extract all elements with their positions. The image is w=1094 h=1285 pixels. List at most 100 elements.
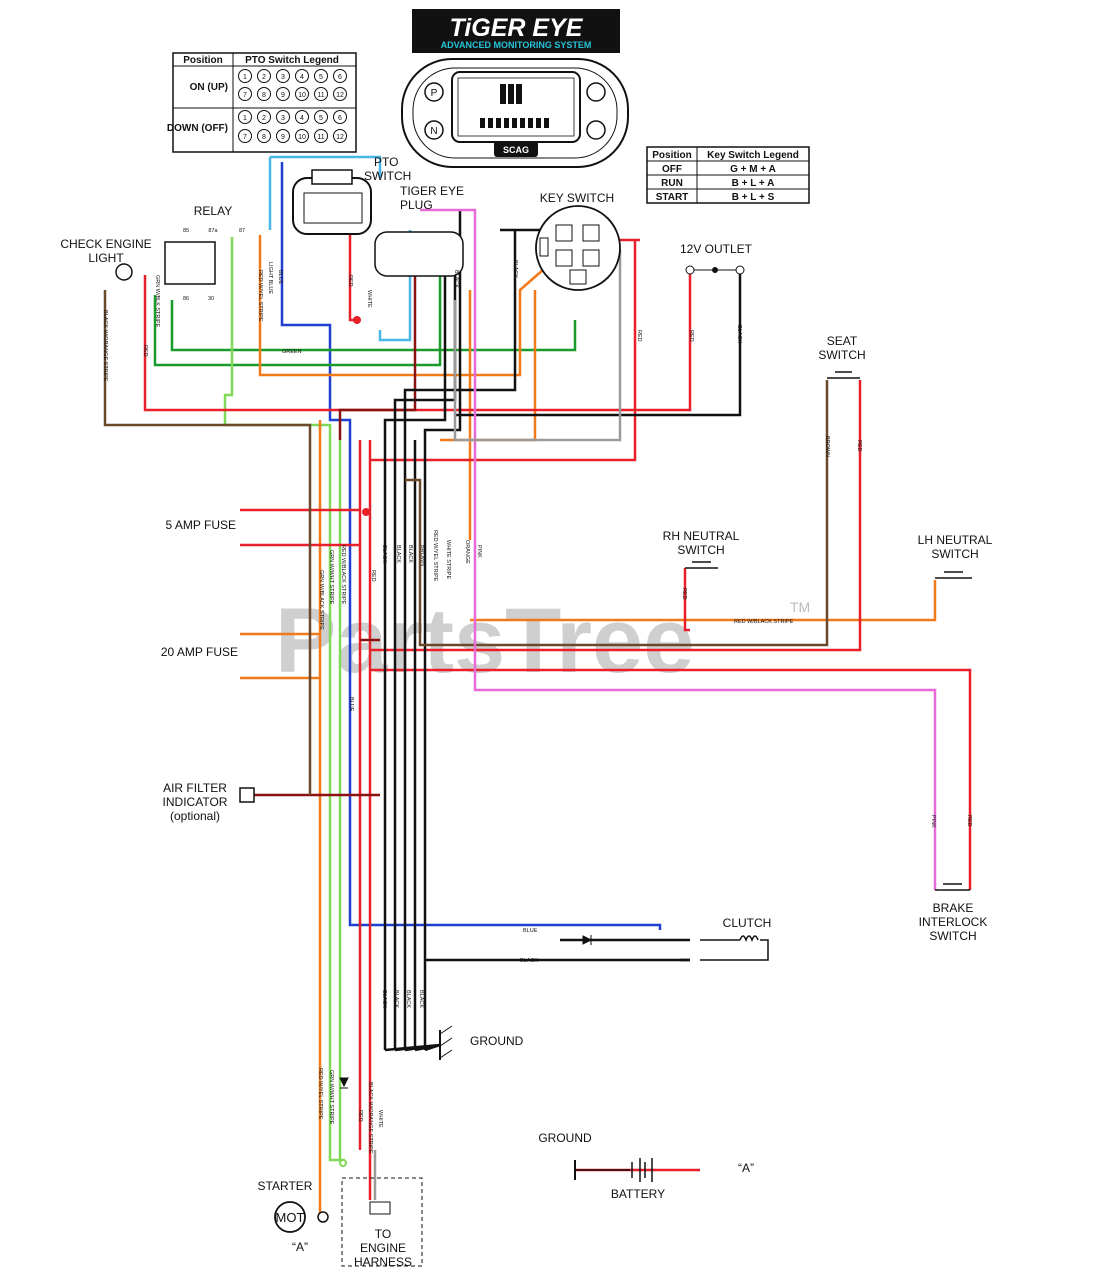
pto-pin-circle	[295, 110, 309, 124]
pto-pin-number: 12	[336, 134, 344, 141]
wire-label-black-10: BLACK	[405, 990, 411, 1008]
pto-pin-circle	[333, 129, 347, 143]
pto-pin-number: 4	[300, 74, 304, 81]
relay-pin-30: 30	[208, 296, 214, 302]
wire-label-red-yel-3: RED W/YEL STRIPE	[317, 1068, 323, 1120]
wire-label-brown-1: BROWN	[824, 436, 830, 457]
wire-label-grn-black: GRN W/BLK STRIPE	[154, 275, 160, 328]
wire-clutch-black	[560, 938, 690, 962]
splice-dot-2	[362, 508, 370, 516]
pto-pin-number: 8	[262, 134, 266, 141]
pto-pin-circle	[333, 87, 347, 101]
key-legend-header-title: Key Switch Legend	[707, 150, 799, 161]
pto-pin-circle	[295, 129, 309, 143]
wire-black-bundle	[383, 440, 427, 1050]
wire-label-black-orange: BLACK W/ORANGE STRIPE	[102, 310, 108, 382]
pto-pin-circle	[257, 129, 271, 143]
wire-white	[373, 250, 622, 1200]
battery: GROUND BATTERY “A”	[538, 1131, 754, 1201]
wire-label-red-5: RED	[856, 440, 862, 452]
key-legend-header-position: Position	[652, 150, 691, 161]
pto-pin-number: 4	[300, 115, 304, 122]
key-legend-row-start: START	[656, 192, 689, 203]
wire-label-brown-2: BROWN	[419, 545, 425, 566]
wire-red-2	[240, 440, 372, 1200]
outlet-label: 12V OUTLET	[680, 242, 753, 256]
pto-pin-circle	[314, 87, 328, 101]
wire-label-red-1: RED	[142, 345, 148, 357]
logo-subtitle: ADVANCED MONITORING SYSTEM	[441, 40, 592, 50]
wire-label-orange: ORANGE	[464, 540, 470, 564]
pto-pin-circle	[257, 110, 271, 124]
wire-clutch-return	[700, 939, 769, 961]
pto-pin-number: 11	[317, 134, 324, 141]
wire-dark-red	[250, 250, 417, 797]
wire-label-blue-2: BLUE	[348, 697, 354, 712]
wire-label-light-blue: LIGHT BLUE	[267, 262, 273, 294]
ground-battery-label: GROUND	[538, 1131, 592, 1145]
wire-label-black-3: BLACK	[736, 325, 742, 343]
pto-pin-number: 9	[281, 134, 285, 141]
wire-label-red-yel-2: RED W/YEL STRIPE	[432, 530, 438, 582]
wire-label-grn-white-2: GRN W/WHT STRIPE	[328, 1070, 334, 1125]
relay-pin-87: 87	[239, 228, 245, 234]
outlet-12v: 12V OUTLET	[680, 242, 753, 275]
pto-legend-row-off: DOWN (OFF)	[167, 123, 228, 134]
ground-main-label: GROUND	[470, 1034, 524, 1048]
relay: RELAY 85 87a 87 86 30	[164, 204, 245, 302]
pto-pin-circle	[276, 69, 290, 83]
pto-pin-circle	[295, 69, 309, 83]
pto-pin-circle	[295, 87, 309, 101]
key-legend-table: Position Key Switch Legend OFF G + M + A…	[646, 146, 810, 204]
pto-pin-number: 7	[243, 134, 247, 141]
wire-black-ground	[384, 1043, 441, 1052]
pto-pin-number: 5	[319, 115, 323, 122]
pto-pin-circle	[333, 110, 347, 124]
wire-green	[153, 245, 577, 367]
pto-pin-circle	[257, 87, 271, 101]
fuse-20a-label: 20 AMP FUSE	[161, 645, 238, 659]
wire-red-5	[683, 568, 690, 632]
starter-mot: MOT	[276, 1210, 305, 1225]
pto-pin-number: 12	[336, 92, 344, 99]
pto-pin-number: 7	[243, 92, 247, 99]
display-logo: SCAG	[503, 145, 529, 155]
wire-label-black-11: BLACK	[418, 990, 424, 1008]
wire-label-grn-white-1: GRN W/WHT STRIPE	[328, 550, 334, 605]
wire-light-blue	[268, 155, 412, 342]
tiger-eye-display: SCAG P N	[401, 58, 629, 168]
key-switch-label: KEY SWITCH	[540, 191, 614, 205]
clutch-label: CLUTCH	[723, 916, 772, 930]
key-legend-row-off-value: G + M + A	[730, 164, 776, 175]
pto-pin-number: 1	[243, 115, 247, 122]
wire-label-black-8: BLACK	[381, 990, 387, 1008]
pto-pin-circle	[333, 69, 347, 83]
pto-pin-circle	[276, 87, 290, 101]
pto-pin-circle	[276, 110, 290, 124]
pto-pin-circle	[314, 69, 328, 83]
wire-black-2	[425, 228, 742, 962]
watermark-text: PartsTree	[275, 590, 694, 692]
wire-label-red-8: RED	[966, 815, 972, 827]
svg-text:N: N	[430, 126, 437, 137]
key-legend-row-run: RUN	[661, 178, 683, 189]
wire-label-black-1: BLACK	[453, 270, 459, 288]
starter-label: STARTER	[258, 1179, 313, 1193]
wire-label-white-stripe: WHITE STRIPE	[445, 540, 451, 579]
key-legend-row-off: OFF	[662, 164, 682, 175]
pto-legend-row-on: ON (UP)	[190, 82, 228, 93]
wire-brown	[103, 290, 829, 795]
wire-label-green: GREEN	[282, 349, 302, 355]
watermark-tm: TM	[790, 599, 810, 615]
wire-label-blue-3: BLUE	[523, 928, 538, 934]
